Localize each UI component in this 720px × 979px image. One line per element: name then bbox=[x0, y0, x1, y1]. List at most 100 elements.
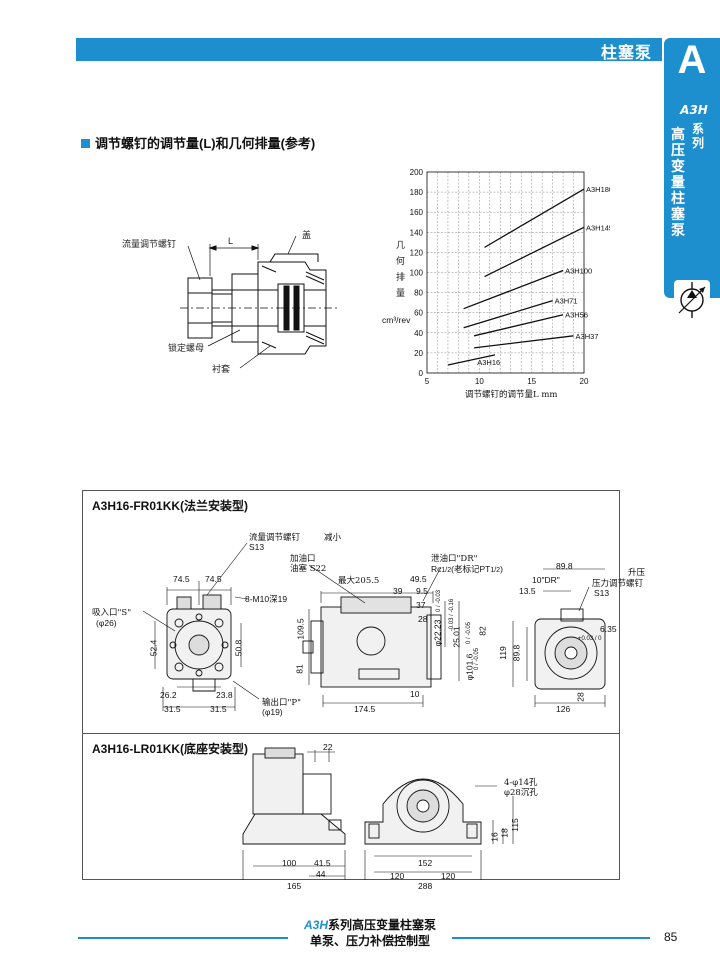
d1-dim: 174.5 bbox=[354, 704, 376, 714]
d1-s13b: S13 bbox=[594, 588, 610, 598]
d1-dim: 37 bbox=[416, 600, 426, 610]
d1-drain-note-end: ) bbox=[500, 564, 503, 574]
chart-series-label: A3H56 bbox=[565, 311, 588, 320]
side-tab: A A3H 高 压 变 量 柱 塞 泵 系列 bbox=[664, 38, 720, 320]
d1-drain-rc-text: Rc bbox=[431, 564, 442, 574]
displacement-chart: A3H180A3H145A3H100A3H71A3H56A3H37A3H16 0… bbox=[382, 168, 610, 400]
chart-ylabel-char: 何 bbox=[396, 255, 405, 267]
d1-outlet-d: (φ19) bbox=[262, 707, 283, 717]
chart-ylabel-char: 排 bbox=[396, 271, 405, 283]
d1-dr10: 10"DR" bbox=[532, 575, 560, 585]
footer-line-left bbox=[78, 937, 288, 939]
d1-suction-d: (φ26) bbox=[96, 618, 117, 628]
d1-dim: 89.8 bbox=[556, 561, 573, 571]
dimension-drawing-box bbox=[82, 490, 620, 880]
chart-series-line bbox=[474, 335, 574, 349]
d1-dim: 9.5 bbox=[416, 586, 428, 596]
chart-series-line bbox=[447, 354, 496, 366]
chart-ytick-label: 40 bbox=[414, 329, 423, 338]
d2-dim: 115 bbox=[509, 818, 520, 832]
d1-s13a: S13 bbox=[249, 542, 265, 552]
d1-dim: 82 bbox=[477, 626, 488, 636]
drawing2-model-type: (底座安装型) bbox=[180, 742, 249, 756]
cover-label: 盖 bbox=[302, 231, 312, 241]
d1-decrease: 减小 bbox=[324, 533, 342, 543]
variable-pump-icon bbox=[678, 282, 706, 318]
d1-dim: 31.5 bbox=[164, 704, 181, 714]
side-char: 柱 bbox=[671, 190, 685, 206]
side-pump-symbol bbox=[674, 280, 710, 320]
lock-nut-label: 锁定螺母 bbox=[168, 344, 205, 354]
d2-dim: 288 bbox=[418, 881, 433, 891]
d1-drain-note: (老标记PT bbox=[451, 564, 491, 574]
d2-dim: 44 bbox=[316, 869, 326, 879]
chart-ytick-label: 0 bbox=[419, 369, 424, 378]
d1-dim: 28 bbox=[575, 692, 586, 702]
d1-drain-note-frac: 1/2 bbox=[490, 567, 501, 574]
chart-ytick-label: 180 bbox=[410, 188, 424, 197]
chart-series-line bbox=[484, 226, 585, 278]
d2-dim: 165 bbox=[287, 881, 302, 891]
chart-series-label: A3H37 bbox=[576, 332, 599, 341]
d1-dim: 23.8 bbox=[216, 690, 233, 700]
d1-dim: φ101.6 bbox=[464, 653, 475, 681]
d1-dim: 109.5 bbox=[295, 618, 306, 640]
d1-dim: 52.4 bbox=[148, 639, 159, 657]
d1-dim: 74.5 bbox=[173, 574, 190, 584]
chart-yunit: cm³/rev bbox=[382, 315, 411, 325]
chart-series-label: A3H100 bbox=[565, 266, 592, 275]
chart-ytick-label: 140 bbox=[410, 228, 424, 237]
chart-ytick-label: 160 bbox=[410, 208, 424, 217]
chart-xtick-label: 20 bbox=[580, 377, 589, 386]
side-series-label: 系列 bbox=[690, 122, 706, 150]
chart-frame bbox=[426, 171, 585, 374]
chart-series-line bbox=[463, 300, 553, 329]
section-title-text: 调节螺钉的调节量(L)和几何排量(参考) bbox=[95, 136, 316, 151]
side-vert-chars: 高 压 变 量 柱 塞 泵 bbox=[670, 126, 686, 238]
d1-rise: 升压 bbox=[628, 568, 646, 578]
d1-dim: 50.8 bbox=[233, 639, 244, 657]
side-series-text: 系列 bbox=[691, 122, 704, 150]
chart-xtick-label: 10 bbox=[475, 377, 484, 386]
d1-pressure-screw: 压力调节螺钉 bbox=[592, 579, 644, 589]
page-number: 85 bbox=[664, 930, 678, 944]
d1-dim: 26.2 bbox=[160, 690, 177, 700]
side-char: 压 bbox=[671, 142, 685, 158]
side-tab-letter: A bbox=[677, 38, 707, 82]
footer-line1-text: 系列高压变量柱塞泵 bbox=[328, 918, 437, 932]
d1-dim: 最大205.5 bbox=[338, 576, 380, 586]
d1-dim: 89.8 bbox=[511, 644, 522, 662]
d1-flow-screw: 流量调节螺钉 bbox=[249, 533, 301, 543]
d1-dim: 39 bbox=[393, 586, 403, 596]
drawing1-model-type: (法兰安装型) bbox=[180, 499, 249, 513]
d1-oil-inlet: 加油口 bbox=[290, 554, 316, 564]
drawing2-lineart bbox=[242, 747, 514, 880]
chart-series-line bbox=[463, 269, 564, 310]
d2-dim: 16 bbox=[489, 832, 500, 842]
chart-series-label: A3H180 bbox=[586, 185, 610, 194]
drawing1-lineart bbox=[142, 542, 606, 711]
d2-dim: 18 bbox=[499, 828, 510, 838]
d1-dim: φ22.23 bbox=[432, 619, 443, 647]
bullet-square-icon bbox=[81, 139, 90, 148]
side-char: 高 bbox=[671, 126, 685, 142]
drawing2-model: A3H16-LR01KK bbox=[92, 742, 181, 756]
d1-dim: 126 bbox=[556, 704, 571, 714]
header-title: 柱塞泵 bbox=[600, 45, 652, 62]
chart-ylabel-char: 量 bbox=[396, 288, 405, 299]
adjust-screw-diagram bbox=[180, 235, 340, 369]
chart-ytick-label: 120 bbox=[410, 248, 424, 257]
side-logo-text: A3H bbox=[679, 103, 708, 116]
bushing-label: 衬套 bbox=[212, 365, 231, 375]
side-char: 量 bbox=[671, 174, 685, 190]
chart-series-line bbox=[484, 188, 585, 248]
d1-dim-tol: 0 / -0.03 bbox=[436, 589, 443, 613]
header-bar: 柱塞泵 bbox=[76, 38, 662, 62]
chart-grid bbox=[426, 171, 585, 374]
chart-series-label: A3H16 bbox=[477, 358, 500, 367]
footer-line-right bbox=[452, 937, 650, 939]
d1-suction: 吸入口"S" bbox=[92, 608, 132, 618]
d1-dim: 49.5 bbox=[410, 574, 427, 584]
flow-screw-label: 流量调节螺钉 bbox=[122, 240, 177, 250]
d1-outlet: 输出口"P" bbox=[262, 698, 302, 708]
